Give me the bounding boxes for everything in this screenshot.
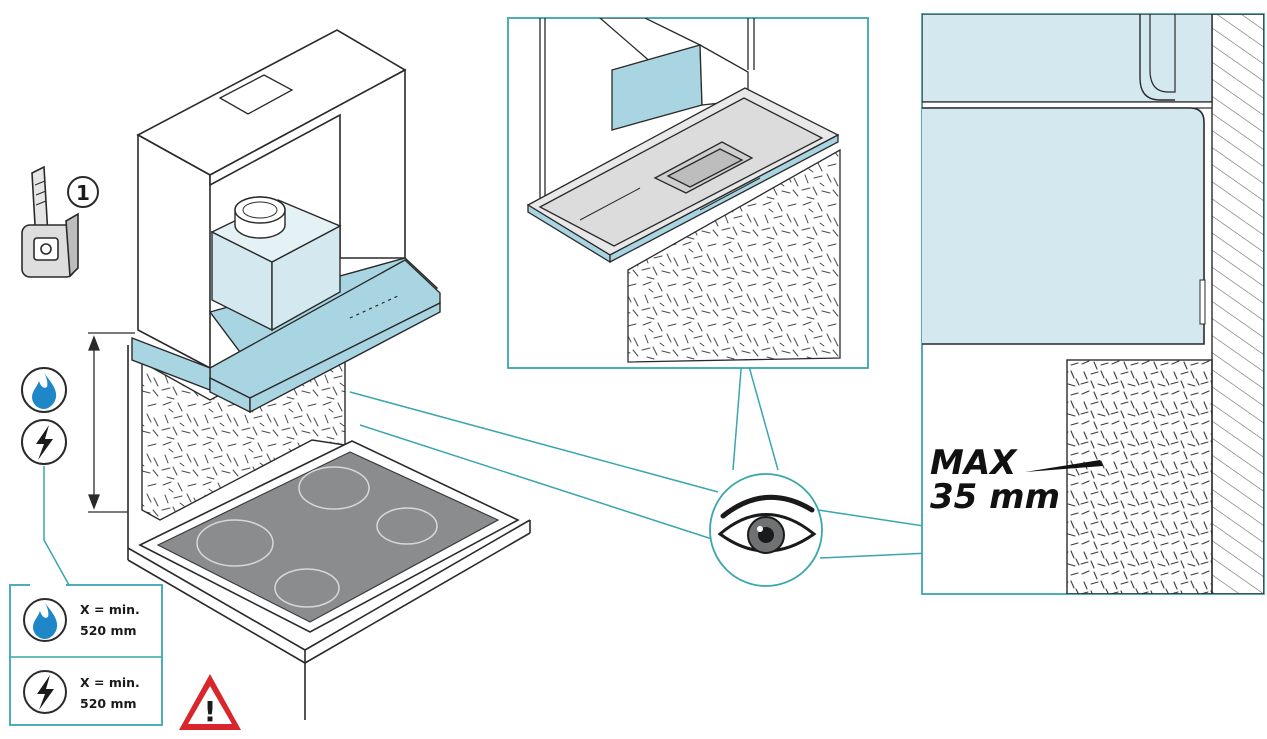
- cooktop: [138, 440, 520, 633]
- warning-triangle-icon: !: [179, 674, 241, 730]
- main-illustration: [88, 29, 531, 720]
- spec-electric-icon: [23, 670, 67, 714]
- detail-panel-right: MAX 35 mm: [921, 13, 1265, 595]
- max-gap-pointer: [1025, 460, 1103, 472]
- spec-electric-line1: X = min.: [80, 675, 140, 690]
- spec-box: X = min. 520 mm X = min. 520 mm: [9, 583, 163, 726]
- gas-flame-icon: [21, 367, 67, 413]
- height-dimension-line: [88, 332, 135, 513]
- backsplash-section: [1066, 359, 1213, 594]
- electric-bolt-icon: [21, 419, 67, 465]
- hatched-wall: [1211, 14, 1264, 594]
- eye-icon: [709, 473, 823, 587]
- callout-pointer: [43, 466, 71, 586]
- max-gap-label-line2: 35 mm: [930, 477, 1060, 517]
- max-gap-label-line1: MAX: [930, 443, 1018, 483]
- detail-panel-middle: [507, 17, 869, 369]
- spec-gas-icon: [23, 598, 67, 642]
- spec-gas-line1: X = min.: [80, 602, 140, 617]
- cooker-hood: [131, 196, 441, 414]
- spec-gas-line2: 520 mm: [80, 623, 137, 638]
- warning-symbol: !: [204, 695, 217, 728]
- spec-electric-line2: 520 mm: [80, 696, 137, 711]
- wall-cabinet: [136, 29, 407, 370]
- step-number: 1: [76, 181, 90, 205]
- spirit-level-icon: [21, 165, 79, 278]
- step-marker: 1: [67, 176, 99, 208]
